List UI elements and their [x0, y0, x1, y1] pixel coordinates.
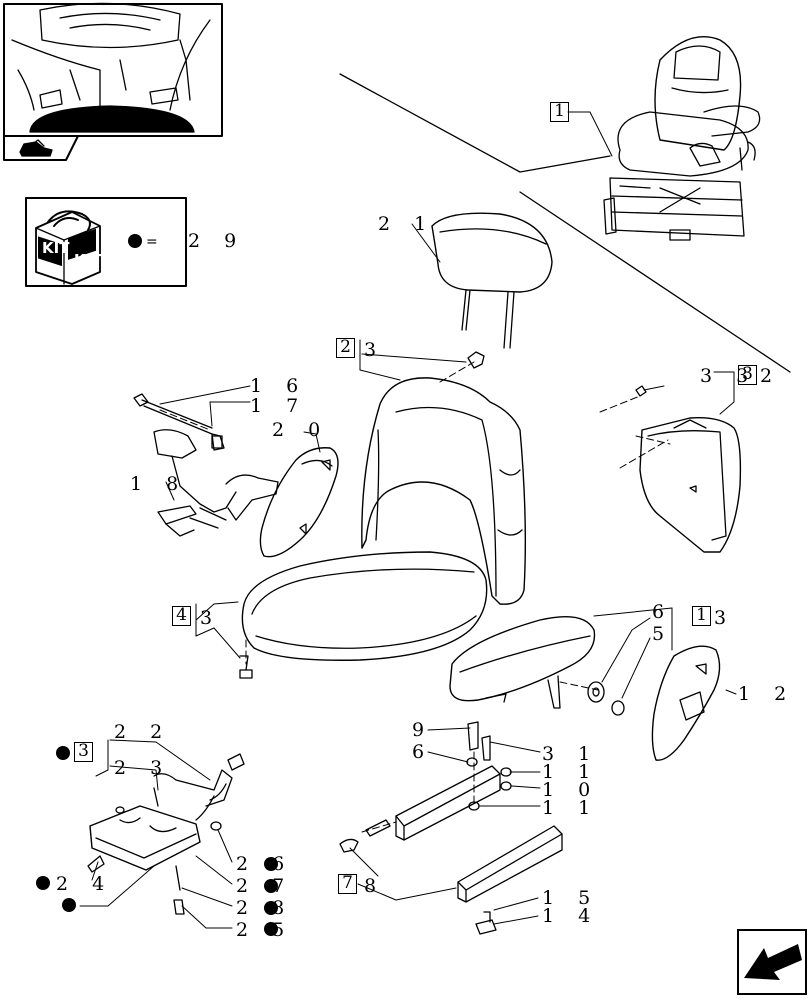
callout-25-dot-icon [264, 922, 278, 936]
backrest[interactable] [361, 377, 527, 605]
callout-2-3[interactable]: 3 [364, 339, 386, 361]
callout-10[interactable]: 1 0 [542, 779, 600, 801]
callout-32[interactable]: 2 [760, 365, 782, 387]
callout-8[interactable]: 8 [364, 875, 386, 897]
callout-27-dot-icon [264, 879, 278, 893]
leader-lines [79, 111, 737, 929]
callout-32-box[interactable]: 3 [738, 365, 757, 385]
fasteners [211, 351, 647, 811]
callout-24-dot-icon [36, 876, 50, 890]
callout-13[interactable]: 3 [714, 607, 736, 629]
callout-31[interactable]: 3 1 [542, 743, 600, 765]
callout-base-dot-icon [62, 898, 76, 912]
callout-4[interactable]: 4 [172, 606, 191, 626]
next-page-arrow-icon[interactable] [737, 929, 807, 995]
back-cover-panel[interactable] [639, 417, 742, 553]
callout-1[interactable]: 1 [550, 102, 569, 122]
seat-belt[interactable] [133, 393, 279, 537]
callout-20[interactable]: 2 0 [272, 419, 330, 441]
callout-16[interactable]: 1 6 [250, 375, 308, 397]
location-thumbnail[interactable] [3, 2, 223, 137]
callout-3-box[interactable]: 3 [74, 742, 93, 762]
guide-line [519, 191, 791, 373]
side-cover[interactable] [259, 447, 339, 558]
callout-14[interactable]: 1 4 [542, 905, 600, 927]
assembly-lines [159, 361, 671, 833]
armrest[interactable] [449, 616, 596, 709]
callout-12[interactable]: 1 2 [738, 683, 796, 705]
callout-4-3[interactable]: 3 [200, 607, 222, 629]
category-tab [3, 135, 79, 161]
kit-badge-label: KIT [42, 239, 70, 257]
kit-badge-label-2: KIT [74, 251, 102, 269]
callout-11-a[interactable]: 1 1 [542, 761, 600, 783]
callout-18[interactable]: 1 8 [130, 473, 188, 495]
seat-rails[interactable] [339, 765, 563, 935]
seat-cushion[interactable] [241, 551, 488, 661]
suspension-base[interactable] [87, 753, 245, 915]
callout-15[interactable]: 1 5 [542, 887, 600, 909]
callout-9[interactable]: 9 [412, 719, 434, 741]
kit-dot-icon [128, 234, 142, 248]
callout-2[interactable]: 2 [336, 338, 355, 358]
callout-23[interactable]: 2 3 [114, 757, 172, 779]
callout-21[interactable]: 2 1 [378, 213, 436, 235]
callout-22[interactable]: 2 2 [114, 721, 172, 743]
armrest-cover[interactable] [651, 645, 721, 761]
callout-5[interactable]: 5 [652, 623, 674, 645]
callout-28-dot-icon [264, 901, 278, 915]
callout-33[interactable]: 3 3 [700, 365, 758, 387]
assembled-seat[interactable] [603, 36, 761, 241]
kit-box-icon [35, 210, 101, 285]
callout-17[interactable]: 1 7 [250, 395, 308, 417]
callout-6-top[interactable]: 6 [652, 601, 674, 623]
callout-11-b[interactable]: 1 1 [542, 797, 600, 819]
headrest[interactable] [431, 212, 553, 349]
kit-panel [25, 197, 187, 287]
kit-ref: 2 9 [188, 230, 246, 252]
kit-equals: = [146, 234, 158, 250]
callout-13-box[interactable]: 1 [692, 606, 711, 626]
callout-6-mid[interactable]: 6 [412, 741, 434, 763]
callout-26-dot-icon [264, 857, 278, 871]
callout-24[interactable]: 2 4 [56, 873, 114, 895]
guide-line [339, 73, 611, 173]
callout-7[interactable]: 7 [338, 874, 357, 894]
callout-3-dot-icon [56, 746, 70, 760]
